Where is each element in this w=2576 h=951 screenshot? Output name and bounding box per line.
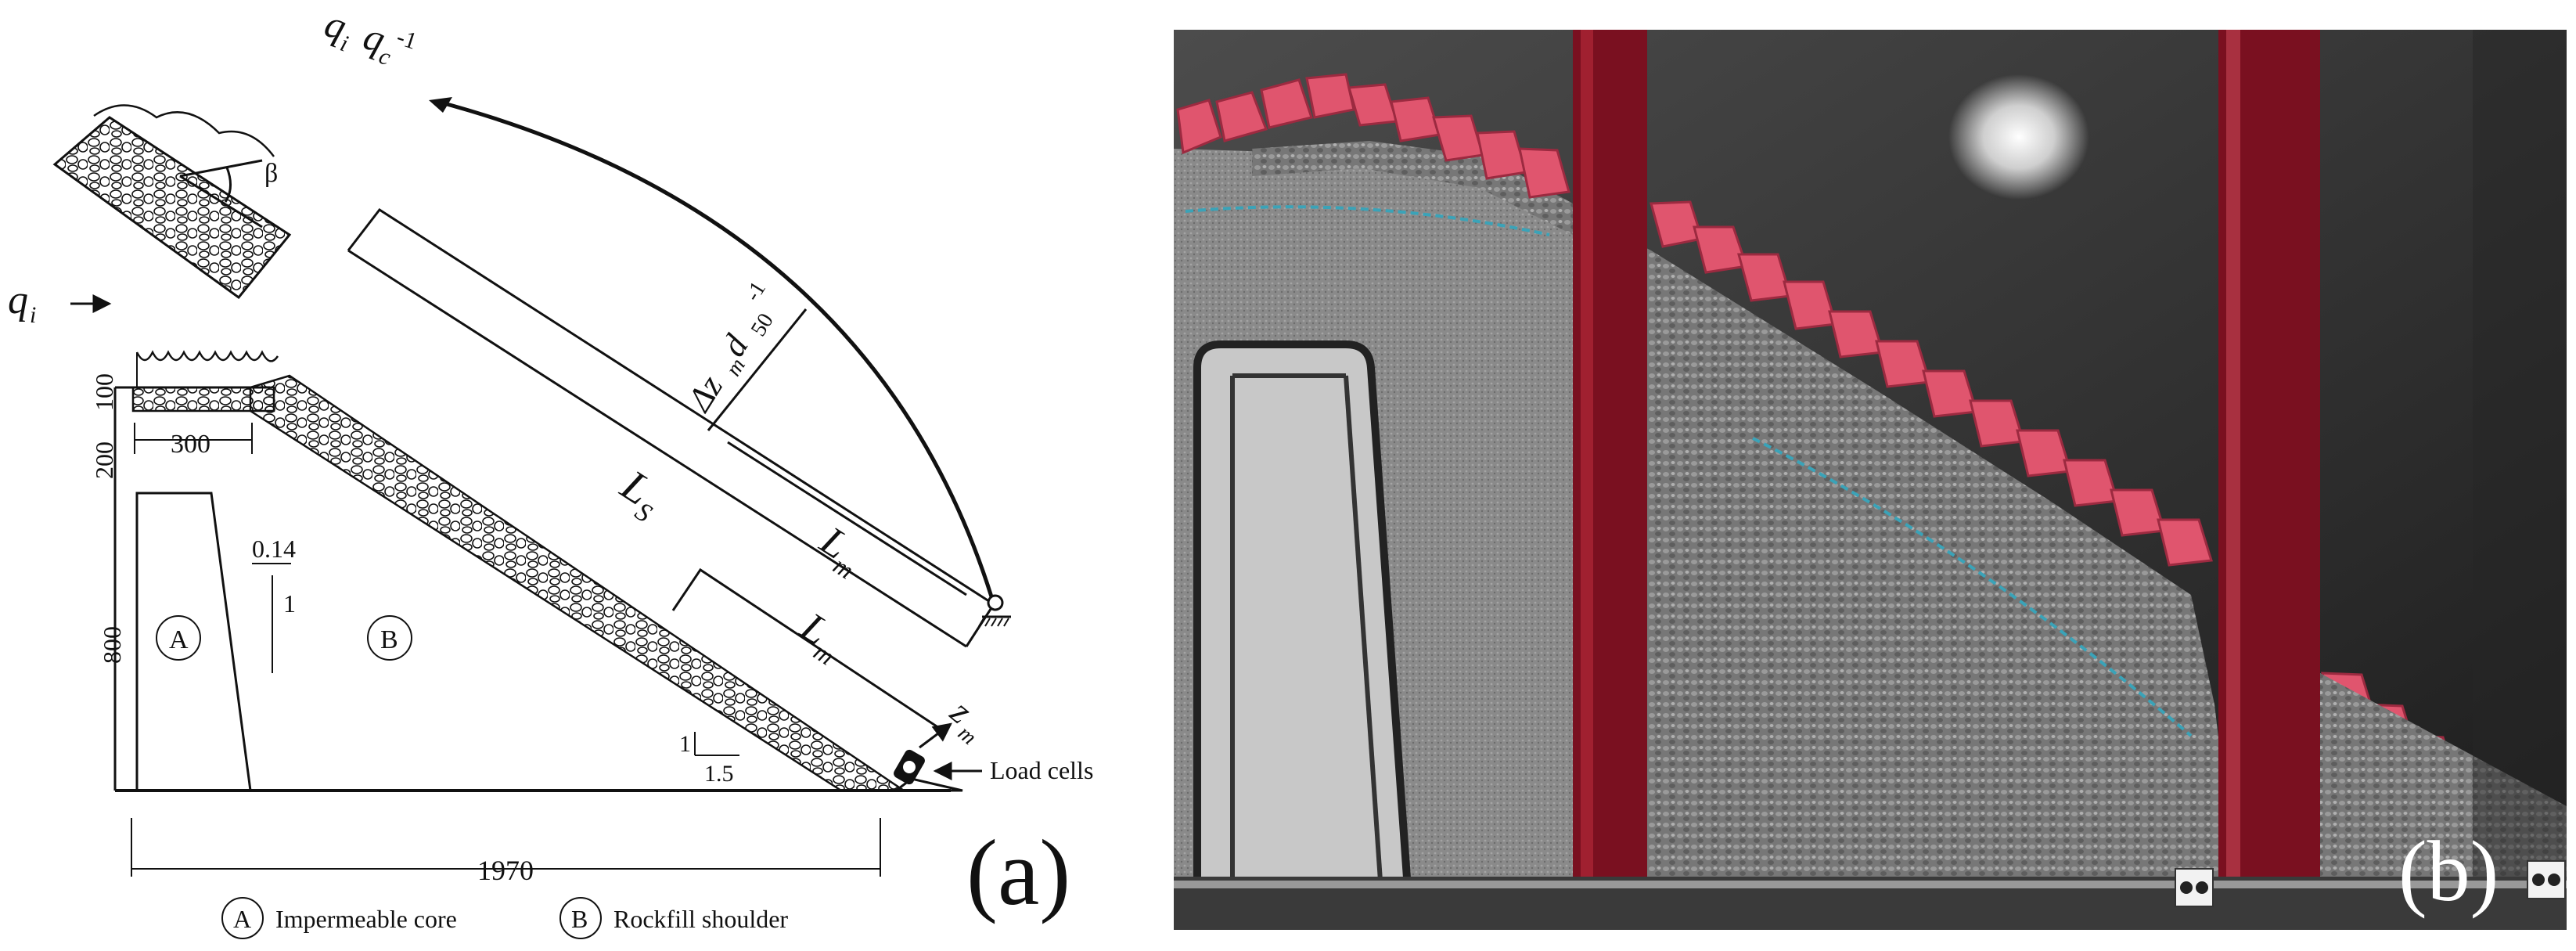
- zone-b-marker: B: [367, 615, 412, 661]
- dimensions: 1970 300 100 200 800: [90, 373, 881, 886]
- riprap-stones: [1176, 73, 2498, 816]
- light-glare: [1948, 74, 2089, 200]
- filter-line: [1185, 205, 2193, 737]
- load-cell-symbol: [894, 749, 925, 785]
- svg-text:B: B: [571, 905, 588, 933]
- load-cells-label: Load cells: [990, 756, 1093, 784]
- toe-wedge: [892, 777, 963, 792]
- svg-text:1: 1: [679, 731, 691, 757]
- core-wall: [1193, 340, 1413, 904]
- pivot-hinge: [978, 594, 1011, 627]
- dim-1970: 1970: [477, 855, 534, 886]
- svg-text:-1: -1: [740, 277, 771, 305]
- panel-b-label: (b): [2398, 823, 2499, 919]
- zm-label: z m: [943, 691, 981, 750]
- dim-300: 300: [171, 430, 210, 459]
- lm-lower-label: L m: [793, 604, 840, 671]
- flow-in-label: q i: [8, 278, 112, 328]
- flow-ratio-label: q i q c -1: [320, 1, 420, 70]
- flow-in-q: q: [8, 278, 28, 322]
- dim-200: 200: [90, 441, 118, 479]
- legend-zone-a: A Impermeable core: [221, 897, 457, 939]
- svg-text:-1: -1: [394, 24, 420, 55]
- riprap-slope: [249, 374, 908, 792]
- svg-text:1.5: 1.5: [704, 761, 734, 787]
- panel-b-photo: (b): [1174, 30, 2567, 930]
- ls-box: [347, 207, 996, 648]
- panel-a-label: (a): [966, 820, 1070, 924]
- panel-a-schematic: β q i q i q c -1: [8, 1, 1093, 939]
- zone-a-marker: A: [156, 615, 201, 661]
- svg-text:Impermeable core: Impermeable core: [275, 905, 457, 933]
- flow-in-sub: i: [30, 302, 36, 328]
- svg-text:50: 50: [747, 309, 779, 340]
- rotation-arc: [437, 99, 996, 605]
- lm-lower-box: [671, 567, 940, 729]
- face-slope-marker: 1 1.5: [679, 731, 739, 787]
- legend-zone-b: B Rockfill shoulder: [559, 897, 788, 939]
- inset-stone-block: β: [52, 104, 292, 300]
- svg-text:B: B: [380, 625, 398, 654]
- arc-arrowhead: [429, 97, 452, 113]
- svg-text:Rockfill shoulder: Rockfill shoulder: [613, 905, 788, 933]
- svg-text:A: A: [169, 625, 189, 654]
- dim-100: 100: [90, 373, 118, 411]
- dam-body: [113, 350, 963, 792]
- svg-text:1: 1: [283, 589, 296, 618]
- core-slope-marker: 0.14 1: [252, 535, 296, 673]
- svg-text:A: A: [233, 905, 251, 933]
- svg-text:0.14: 0.14: [252, 535, 296, 563]
- dim-800: 800: [98, 626, 126, 664]
- ls-label: L S: [612, 460, 660, 528]
- beta-label: β: [264, 159, 278, 188]
- impermeable-core: [135, 492, 252, 791]
- downstream-gravel: [1573, 211, 2238, 900]
